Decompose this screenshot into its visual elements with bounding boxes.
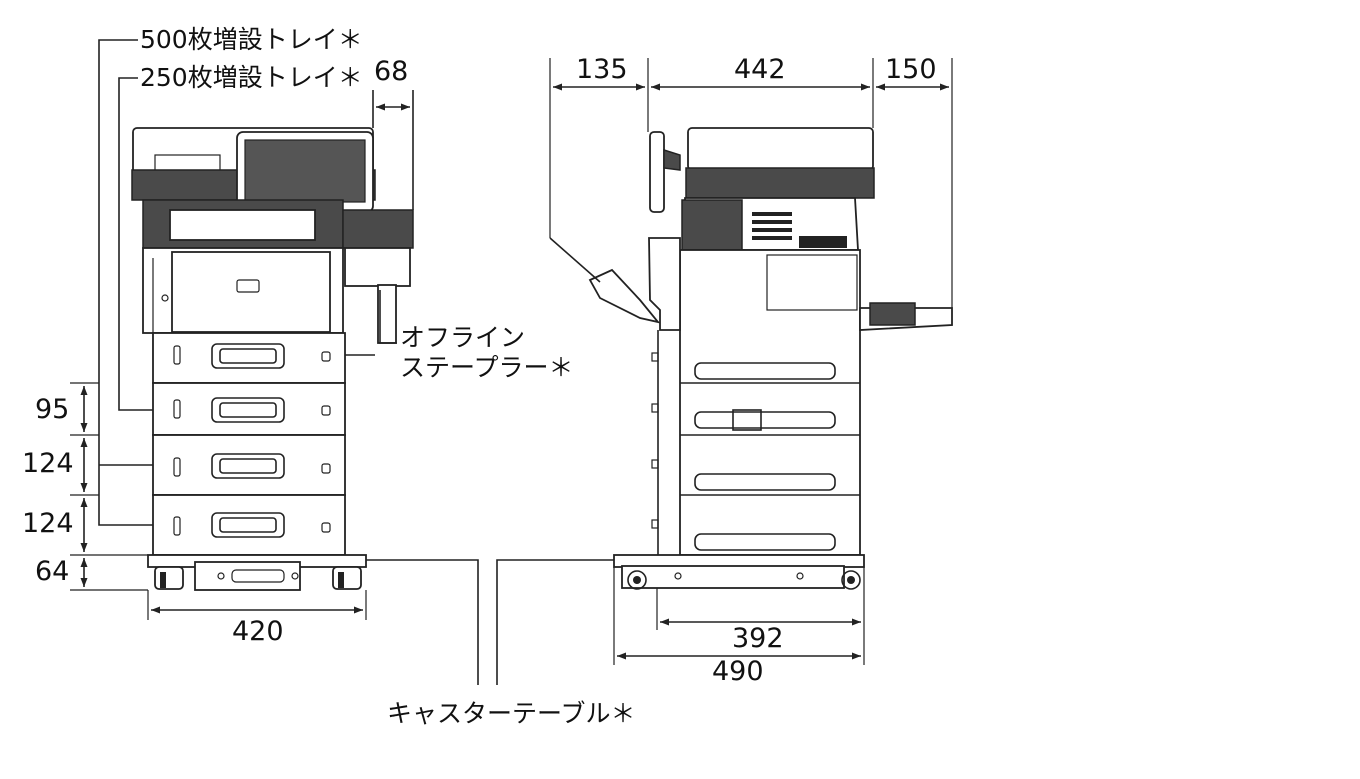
- side-view-machine: [549, 127, 953, 590]
- label-250-tray: 250枚増設トレイ＊: [140, 63, 363, 92]
- front-dimension-lines: [70, 90, 414, 620]
- dim-left-ext: 135: [576, 54, 628, 85]
- dim-stapler-width: 68: [374, 56, 408, 87]
- dim-caster-outer: 490: [712, 656, 764, 687]
- side-caster-table: [613, 554, 865, 590]
- dim-tray2-height: 124: [22, 448, 74, 479]
- dim-caster-height: 64: [35, 556, 69, 587]
- side-dimension-lines: [549, 58, 953, 665]
- leader-lines: [98, 39, 614, 685]
- dim-front-width: 420: [232, 616, 284, 647]
- dim-tray3-height: 124: [22, 508, 74, 539]
- side-tray-stack: [651, 330, 860, 555]
- front-caster-table: [147, 554, 367, 591]
- front-view-machine: [131, 127, 414, 591]
- dim-tray1-height: 95: [35, 394, 69, 425]
- front-tray-stack: [152, 332, 346, 556]
- dim-body-depth: 442: [734, 54, 786, 85]
- dim-caster-inner: 392: [732, 623, 784, 654]
- label-caster-table: キャスターテーブル＊: [387, 699, 636, 728]
- label-500-tray: 500枚増設トレイ＊: [140, 25, 363, 54]
- label-stapler-line2: ステープラー＊: [400, 353, 574, 382]
- dim-right-ext: 150: [885, 54, 937, 85]
- label-stapler-line1: オフライン: [400, 323, 525, 352]
